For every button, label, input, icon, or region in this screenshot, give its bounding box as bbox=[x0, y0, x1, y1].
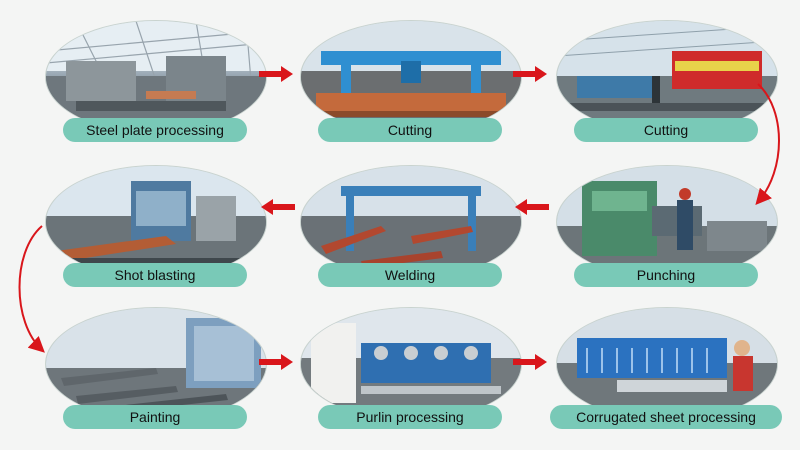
punching-machine-photo bbox=[556, 165, 778, 279]
right-arrow-icon bbox=[513, 66, 547, 82]
painting-booth-photo bbox=[45, 307, 267, 421]
step-label: Cutting bbox=[318, 118, 502, 142]
step-label: Welding bbox=[318, 263, 502, 287]
right-arrow-icon bbox=[513, 354, 547, 370]
left-arrow-icon bbox=[261, 199, 295, 215]
step-label: Cutting bbox=[574, 118, 758, 142]
shearing-machine-photo bbox=[556, 20, 778, 134]
curved-down-arrow-icon bbox=[18, 225, 45, 353]
step-label: Shot blasting bbox=[63, 263, 247, 287]
step-label: Purlin processing bbox=[318, 405, 502, 429]
corrugated-sheet-machine-photo bbox=[556, 307, 778, 421]
step-label: Steel plate processing bbox=[63, 118, 247, 142]
welding-line-photo bbox=[300, 165, 522, 279]
left-arrow-icon bbox=[515, 199, 549, 215]
right-arrow-icon bbox=[259, 66, 293, 82]
steel-plate-processing-photo bbox=[45, 20, 267, 134]
purlin-roll-forming-photo bbox=[300, 307, 522, 421]
shot-blasting-photo bbox=[45, 165, 267, 279]
step-label: Corrugated sheet processing bbox=[550, 405, 782, 429]
step-label: Punching bbox=[574, 263, 758, 287]
right-arrow-icon bbox=[259, 354, 293, 370]
plasma-cutting-photo bbox=[300, 20, 522, 134]
curved-down-arrow-icon bbox=[755, 83, 780, 206]
step-label: Painting bbox=[63, 405, 247, 429]
